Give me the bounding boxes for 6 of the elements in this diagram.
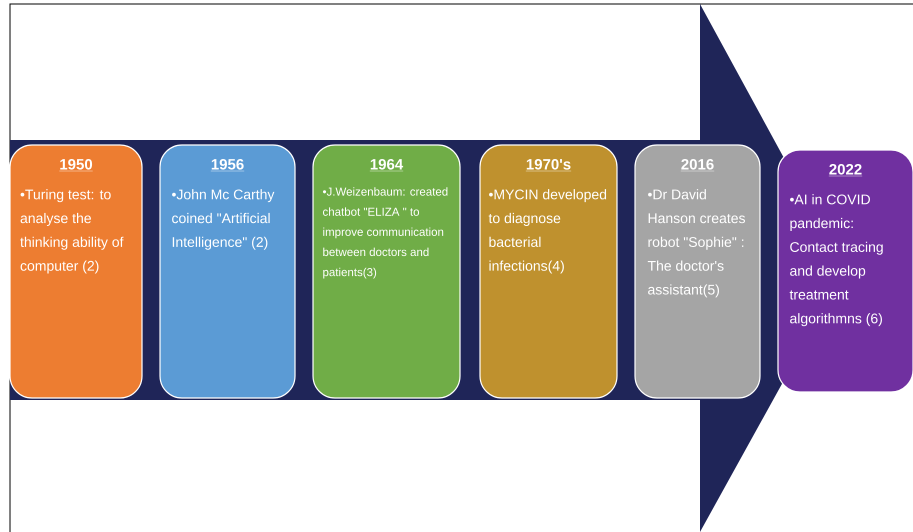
- event-box: 1970's •MYCIN developed to diagnose bacterial infections(4): [479, 144, 618, 399]
- event-box: 1964 •J.Weizenbaum: created chatbot "ELIZA " to improve communication between doctors and patients(3): [312, 144, 461, 399]
- event-box: 2022 •AI in COVID pandemic: Contact tracing and develop treatment algorithmns (6): [777, 149, 913, 393]
- event-box: 2016 •Dr David Hanson creates robot "Sophie" : The doctor's assistant(5): [634, 144, 761, 399]
- event-box: 1950 •Turing test: to analyse the thinking ability of computer (2): [9, 144, 143, 399]
- event-box: 1956 •John Mc Carthy coined "Artificial Intelligence" (2): [159, 144, 296, 399]
